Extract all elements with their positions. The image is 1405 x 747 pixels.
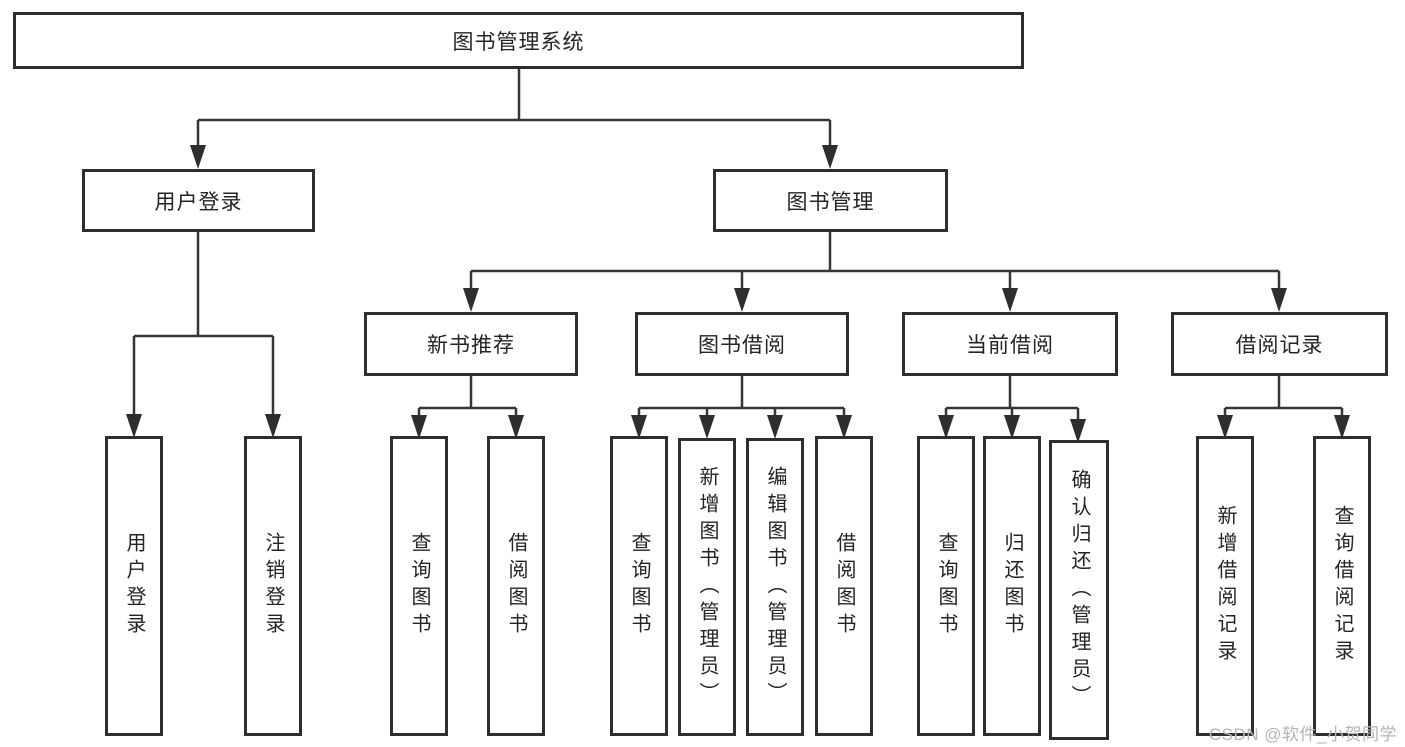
edge-borrow-record-children <box>1223 376 1344 416</box>
leaf-cb-return-book-label: 归还图书 <box>1001 532 1023 640</box>
edge-user-login-children <box>132 232 275 415</box>
node-borrow-record: 借阅记录 <box>1171 312 1388 376</box>
node-current-borrow-label: 当前借阅 <box>966 334 1054 357</box>
leaf-user-login: 用户登录 <box>105 436 163 736</box>
leaf-bb-query-book: 查询图书 <box>610 436 668 736</box>
leaf-cb-return-book: 归还图书 <box>983 436 1041 736</box>
node-new-book-rec: 新书推荐 <box>364 312 578 376</box>
arrow-icon <box>699 415 715 439</box>
node-user-login-label: 用户登录 <box>154 190 243 214</box>
node-root-label: 图书管理系统 <box>452 30 585 54</box>
leaf-cb-confirm-return: 确认归还（管理员） <box>1049 440 1109 740</box>
node-book-borrow-label: 图书借阅 <box>698 334 786 357</box>
leaf-nbr-query-book-label: 查询图书 <box>408 532 430 640</box>
leaf-logout: 注销登录 <box>244 436 302 736</box>
leaf-nbr-borrow-book: 借阅图书 <box>487 436 545 736</box>
leaf-bb-query-book-label: 查询图书 <box>628 532 650 640</box>
edge-new-book-rec-children <box>417 376 518 416</box>
arrow-icon <box>734 288 750 312</box>
leaf-cb-confirm-return-label: 确认归还（管理员） <box>1068 468 1090 712</box>
node-new-book-rec-label: 新书推荐 <box>427 334 515 357</box>
arrow-icon <box>126 414 142 438</box>
node-borrow-record-label: 借阅记录 <box>1235 334 1324 357</box>
leaf-bb-edit-book: 编辑图书（管理员） <box>746 438 804 736</box>
leaf-bb-add-book-label: 新增图书（管理员） <box>696 465 718 709</box>
node-user-login: 用户登录 <box>82 169 315 232</box>
node-book-mgmt: 图书管理 <box>713 169 948 232</box>
edge-book-mgmt-children <box>469 232 1281 289</box>
leaf-bb-edit-book-label: 编辑图书（管理员） <box>764 465 786 709</box>
leaf-br-add-record-label: 新增借阅记录 <box>1214 505 1236 667</box>
arrow-icon <box>190 145 206 169</box>
arrow-icon <box>265 414 281 438</box>
arrow-icon <box>463 288 479 312</box>
edge-book-borrow-children <box>637 376 846 416</box>
node-root: 图书管理系统 <box>13 12 1024 69</box>
leaf-nbr-query-book: 查询图书 <box>390 436 448 736</box>
arrow-icon <box>1002 288 1018 312</box>
leaf-bb-borrow-book-label: 借阅图书 <box>833 532 855 640</box>
leaf-cb-query-book-label: 查询图书 <box>935 532 957 640</box>
leaf-br-query-record-label: 查询借阅记录 <box>1331 505 1353 667</box>
arrow-icon <box>1271 288 1287 312</box>
leaf-nbr-borrow-book-label: 借阅图书 <box>505 532 527 640</box>
leaf-bb-add-book: 新增图书（管理员） <box>678 438 736 736</box>
arrow-icon <box>822 145 838 169</box>
node-book-mgmt-label: 图书管理 <box>786 190 875 214</box>
node-current-borrow: 当前借阅 <box>902 312 1118 376</box>
edge-root-children <box>196 69 832 146</box>
node-book-borrow: 图书借阅 <box>635 312 849 376</box>
leaf-cb-query-book: 查询图书 <box>917 436 975 736</box>
leaf-bb-borrow-book: 借阅图书 <box>815 436 873 736</box>
leaf-logout-label: 注销登录 <box>262 532 284 640</box>
leaf-user-login-label: 用户登录 <box>123 532 145 640</box>
arrow-icon <box>767 415 783 439</box>
watermark: CSDN @软件_小贺同学 <box>1208 725 1397 744</box>
leaf-br-add-record: 新增借阅记录 <box>1196 436 1254 736</box>
leaf-br-query-record: 查询借阅记录 <box>1313 436 1371 736</box>
edge-current-borrow-children <box>944 376 1080 420</box>
